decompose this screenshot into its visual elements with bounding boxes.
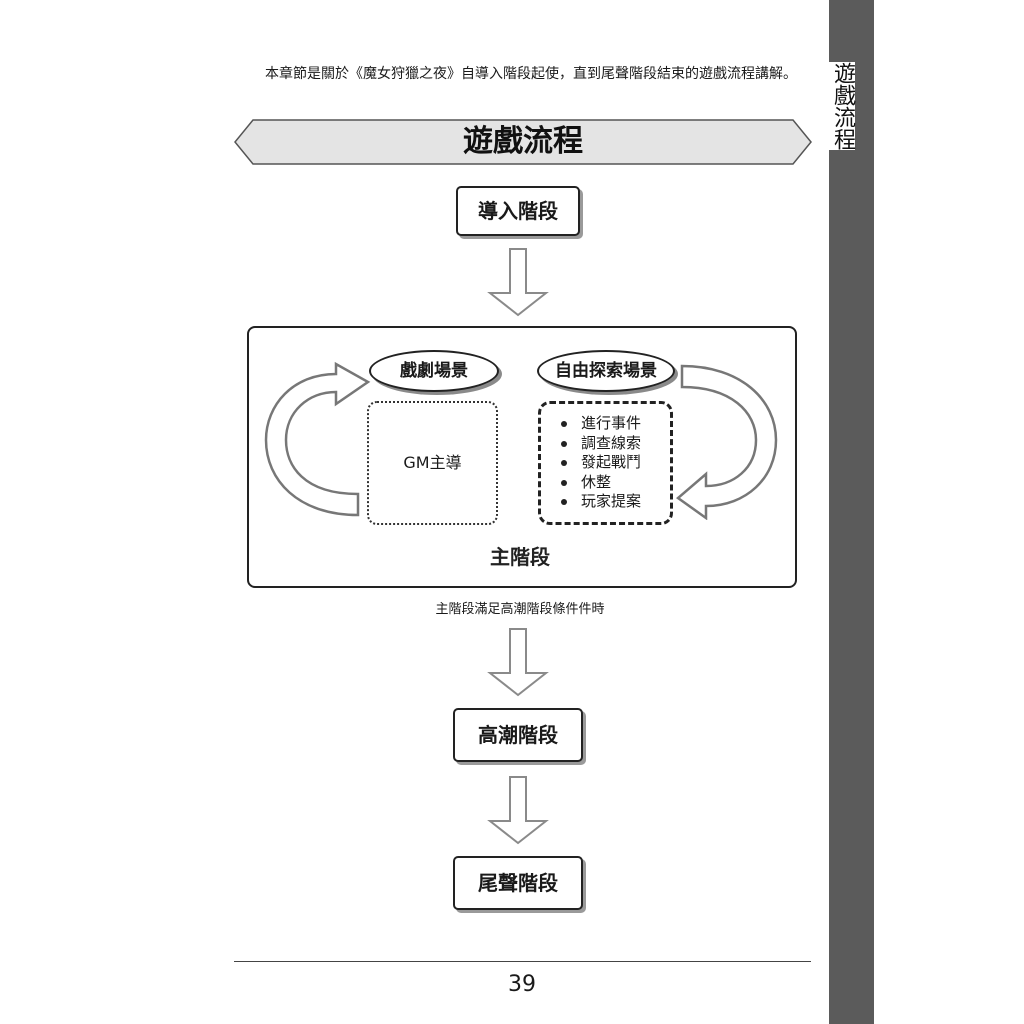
climax-phase-box: 高潮階段	[453, 708, 583, 762]
drama-scene-ellipse: 戲劇場景	[369, 350, 499, 392]
main-phase-panel	[247, 326, 797, 588]
page-number: 39	[508, 972, 536, 997]
list-item: 調查線索	[559, 434, 641, 454]
side-tab	[829, 0, 874, 1024]
down-arrow-1	[487, 248, 549, 317]
down-arrow-3	[487, 776, 549, 845]
down-arrow-2	[487, 628, 549, 697]
footer-divider	[234, 961, 811, 962]
list-item: 玩家提案	[559, 492, 641, 512]
list-item: 發起戰鬥	[559, 453, 641, 473]
free-scene-box: 進行事件 調查線索 發起戰鬥 休整 玩家提案	[538, 401, 673, 525]
side-tab-title: 遊戲流程	[829, 62, 855, 150]
section-banner: 遊戲流程	[233, 119, 813, 165]
right-cycle-arrow	[676, 364, 778, 520]
main-phase-label: 主階段	[490, 545, 550, 569]
free-scene-ellipse: 自由探索場景	[537, 350, 675, 392]
epilogue-phase-box: 尾聲階段	[453, 856, 583, 910]
list-item: 進行事件	[559, 414, 641, 434]
left-cycle-arrow	[264, 361, 371, 517]
list-item: 休整	[559, 473, 641, 493]
free-scene-list: 進行事件 調查線索 發起戰鬥 休整 玩家提案	[559, 414, 641, 512]
banner-title: 遊戲流程	[463, 124, 583, 159]
banner-shape	[234, 119, 812, 165]
intro-phase-box: 導入階段	[456, 186, 580, 236]
intro-paragraph: 本章節是關於《魔女狩獵之夜》自導入階段起使，直到尾聲階段結束的遊戲流程講解。	[265, 66, 797, 82]
transition-condition: 主階段滿足高潮階段條件件時	[435, 602, 605, 617]
gm-lead-box: GM主導	[367, 401, 498, 525]
